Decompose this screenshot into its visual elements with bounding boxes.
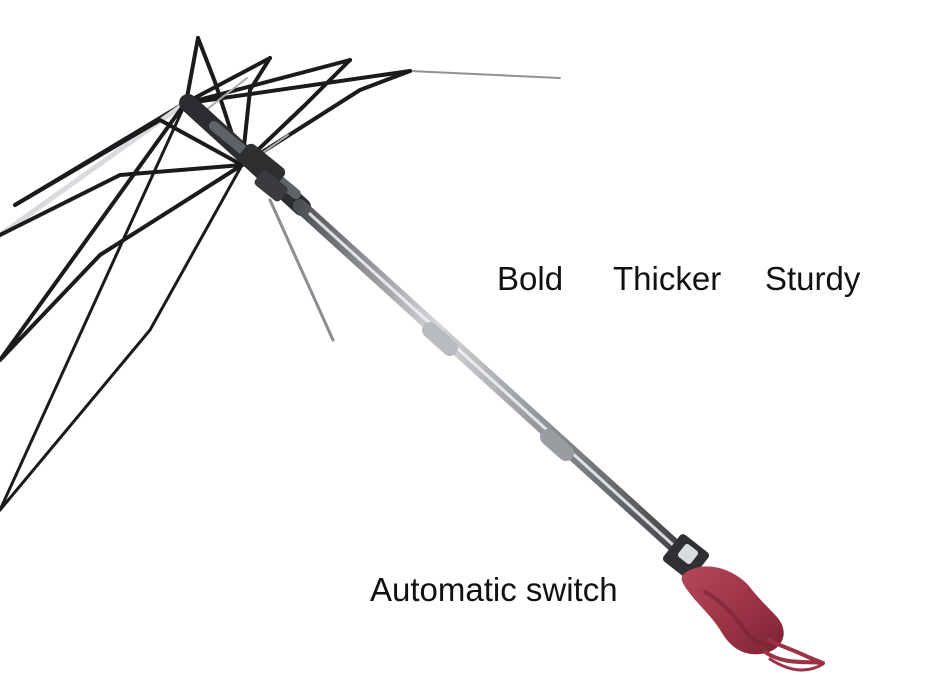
frame-stretcher-1 (13, 118, 244, 207)
shaft-joint-2 (540, 429, 574, 461)
frame-rib-3 (0, 100, 188, 362)
handle-strap-lower (768, 657, 825, 672)
shaft-runner-ring (254, 170, 288, 202)
umbrella-handle-illustration (681, 566, 825, 672)
frame-silver-spoke-1 (268, 198, 335, 342)
frame-stretcher-3 (0, 163, 244, 362)
shaft-runner (238, 143, 286, 187)
frame-rib-6 (185, 56, 272, 104)
umbrella-frame-illustration (0, 36, 561, 512)
bold-feature-label: Bold (497, 259, 564, 297)
frame-stretcher-6 (240, 56, 272, 167)
frame-rib-7 (185, 58, 352, 105)
shaft-highlight (308, 212, 685, 556)
automatic-switch-caption: Automatic switch (370, 571, 618, 608)
handle-strap (763, 638, 825, 665)
frame-rib-9 (409, 70, 561, 79)
frame-rib-8 (186, 69, 412, 105)
frame-stretcher-7 (240, 58, 352, 167)
frame-stretcher-4 (0, 163, 244, 512)
automatic-switch-button (677, 543, 699, 565)
frame-stretcher-2 (0, 163, 244, 237)
shaft-joint-1 (422, 322, 458, 356)
frame-rib-5 (184, 36, 200, 105)
sturdy-feature-label: Sturdy (765, 259, 861, 297)
frame-silver-spoke-3 (205, 77, 248, 111)
umbrella-shaft-illustration (179, 94, 710, 580)
handle-body (681, 566, 784, 655)
handle-shadow (703, 590, 779, 647)
feature-label-row: Bold Thicker Sturdy (497, 254, 875, 302)
frame-rib-4 (0, 100, 188, 512)
thicker-feature-label: Thicker (613, 259, 722, 297)
